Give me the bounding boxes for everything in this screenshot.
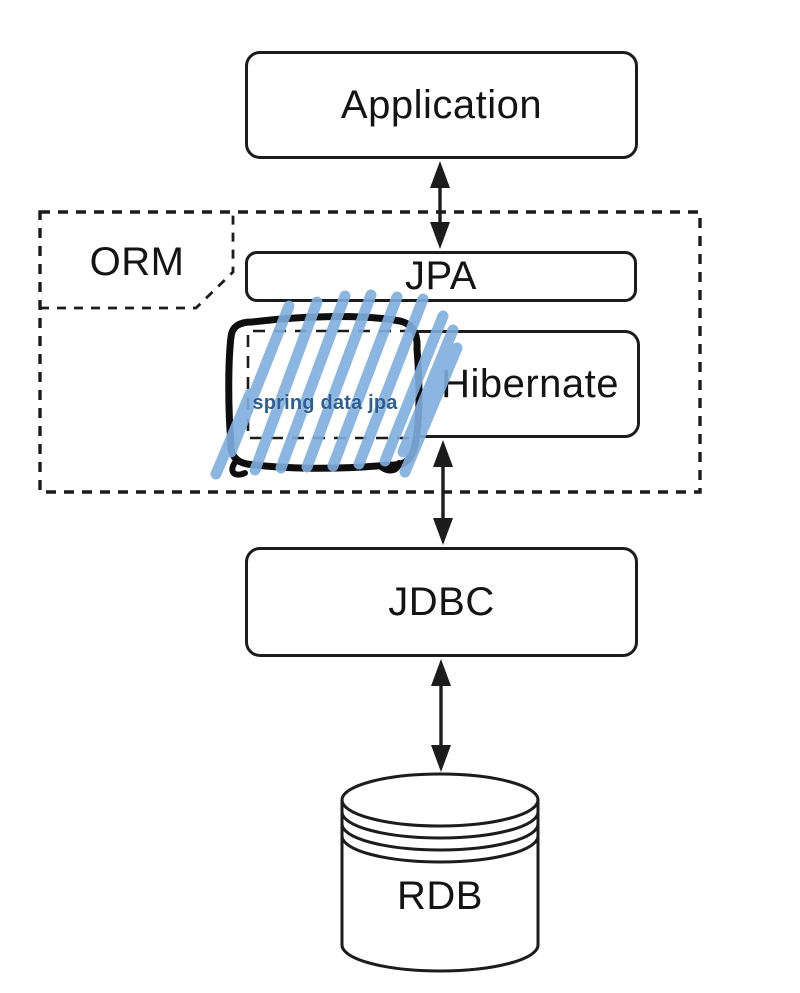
arrow-jdbc-rdb-icon <box>431 659 451 772</box>
jpa-box: JPA <box>245 251 637 302</box>
application-box: Application <box>245 51 638 159</box>
orm-group-label: ORM <box>89 239 185 284</box>
jpa-label: JPA <box>405 254 477 298</box>
arrow-hibernate-jdbc-icon <box>433 440 453 545</box>
jdbc-box: JDBC <box>245 547 638 657</box>
rdb-label: RDB <box>397 873 483 918</box>
jdbc-label: JDBC <box>388 579 495 624</box>
hibernate-label: Hibernate <box>441 361 619 406</box>
arrow-application-jpa-icon <box>430 161 450 249</box>
hibernate-box: Hibernate <box>245 330 640 438</box>
application-label: Application <box>340 82 543 127</box>
sketch-corner-strokes <box>229 458 402 478</box>
spring-data-jpa-label: spring data jpa <box>252 391 398 414</box>
